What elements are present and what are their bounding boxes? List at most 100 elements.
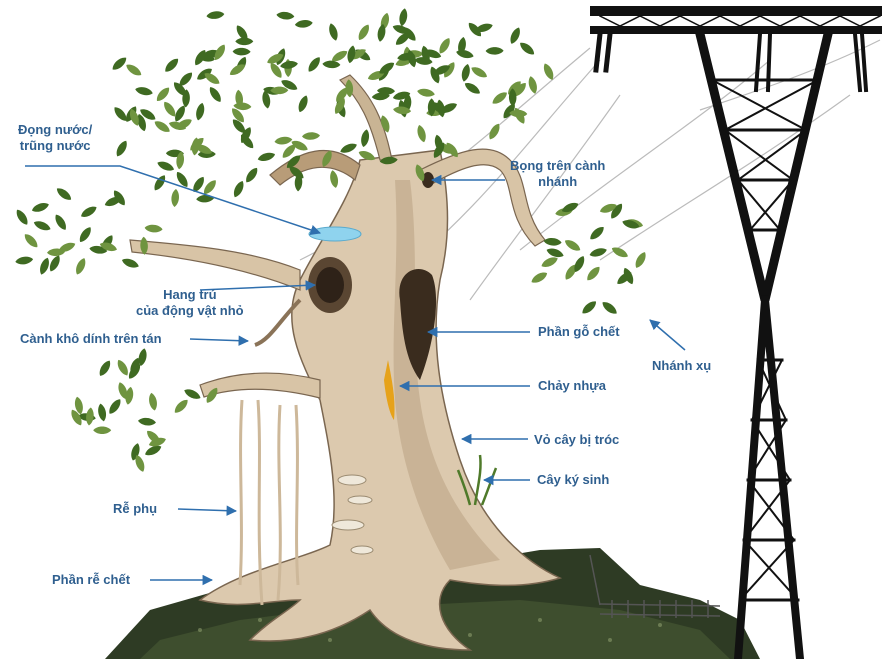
tree-illustration (130, 75, 560, 650)
leaf (154, 85, 172, 103)
leaf (543, 237, 562, 246)
label-drooping-branch: Nhánh xụ (652, 358, 711, 374)
label-branch-cavity-line1: Bọng trên cành (510, 158, 605, 174)
leaf (302, 132, 320, 140)
leaf (633, 250, 648, 269)
leaf (243, 166, 260, 185)
leaf (530, 270, 549, 285)
leaf (563, 237, 582, 253)
leaf (163, 56, 181, 74)
leaf (74, 257, 88, 276)
leaf (600, 299, 619, 316)
label-dead-roots: Phần rễ chết (52, 572, 130, 588)
leaf (14, 208, 30, 227)
leaf (32, 219, 51, 233)
leaf (97, 403, 108, 422)
leaf (22, 232, 40, 250)
label-peeling-bark: Vỏ cây bị tróc (534, 432, 619, 448)
leaf (508, 26, 522, 45)
leaf (134, 86, 153, 97)
label-water-pooling: Đọng nước/ trũng nước (18, 122, 92, 154)
leaf (138, 417, 157, 426)
leaf (206, 10, 225, 20)
label-dead-wood: Phần gỗ chết (538, 324, 620, 340)
callout-arrow (190, 339, 248, 341)
leaf (329, 170, 340, 189)
leaf (580, 299, 599, 316)
callout-arrow (650, 320, 685, 350)
leaf (15, 255, 34, 265)
leaf (588, 224, 606, 242)
leaf (416, 124, 428, 143)
leaf (490, 90, 509, 107)
leaf (437, 36, 453, 55)
leaf (31, 201, 50, 214)
leaf (416, 87, 435, 98)
label-dead-branch: Cành khô dính trên tán (20, 331, 162, 347)
leaf (196, 194, 214, 203)
leaf (79, 204, 98, 220)
label-animal-den: Hang trú của động vật nhỏ (136, 287, 244, 319)
leaf (463, 80, 482, 96)
callout-arrow (178, 509, 236, 511)
leaf (339, 141, 358, 155)
leaf (107, 397, 124, 416)
leaf (322, 60, 340, 68)
leaf (235, 38, 253, 46)
leaf (414, 56, 433, 66)
leaf (540, 255, 559, 270)
leaf (124, 62, 143, 78)
label-branch-cavity-line2: nhánh (510, 174, 605, 190)
leaf (346, 45, 357, 64)
label-aerial-roots: Rễ phụ (113, 501, 157, 517)
leaf (356, 23, 372, 42)
leaf (518, 40, 537, 57)
leaf (276, 11, 295, 20)
label-sap-bleeding: Chảy nhựa (538, 378, 606, 394)
leaf (97, 359, 113, 378)
leaf (148, 392, 159, 411)
leaf (53, 213, 69, 232)
leaf (171, 189, 180, 208)
label-branch-cavity: Bọng trên cành nhánh (510, 158, 605, 190)
leaf (296, 94, 310, 113)
leaf (257, 151, 276, 163)
label-parasitic-plant: Cây ký sinh (537, 472, 609, 488)
leaf (115, 358, 130, 377)
leaf (306, 55, 323, 74)
leaf (455, 48, 474, 60)
leaf (38, 256, 51, 275)
label-animal-den-line1: Hang trú (136, 287, 244, 303)
leaf (268, 61, 284, 80)
leaf (233, 48, 251, 56)
label-animal-den-line2: của động vật nhỏ (136, 303, 244, 319)
leaf (114, 139, 129, 158)
leaf (398, 8, 409, 27)
leaf (153, 119, 172, 135)
leaf (460, 63, 471, 82)
leaf (207, 85, 223, 104)
label-water-pooling-line2: trũng nước (18, 138, 92, 154)
leaf (156, 159, 175, 173)
leaf (274, 136, 293, 146)
label-water-pooling-line1: Đọng nước/ (18, 122, 92, 138)
leaf (152, 173, 168, 192)
leaf (121, 256, 140, 269)
leaf (55, 186, 74, 203)
leaf (93, 426, 111, 434)
leaf (110, 55, 129, 72)
leaf (470, 65, 489, 80)
leaf (360, 129, 371, 148)
leaf (172, 397, 190, 415)
leaf (231, 179, 246, 198)
leaf (183, 387, 202, 402)
leaf (47, 254, 62, 273)
leaf (77, 225, 93, 244)
leaf (545, 246, 564, 259)
leaf (144, 224, 163, 233)
leaf (85, 407, 94, 426)
leaf (294, 19, 313, 29)
leaf (527, 75, 539, 94)
leaf (486, 47, 504, 55)
